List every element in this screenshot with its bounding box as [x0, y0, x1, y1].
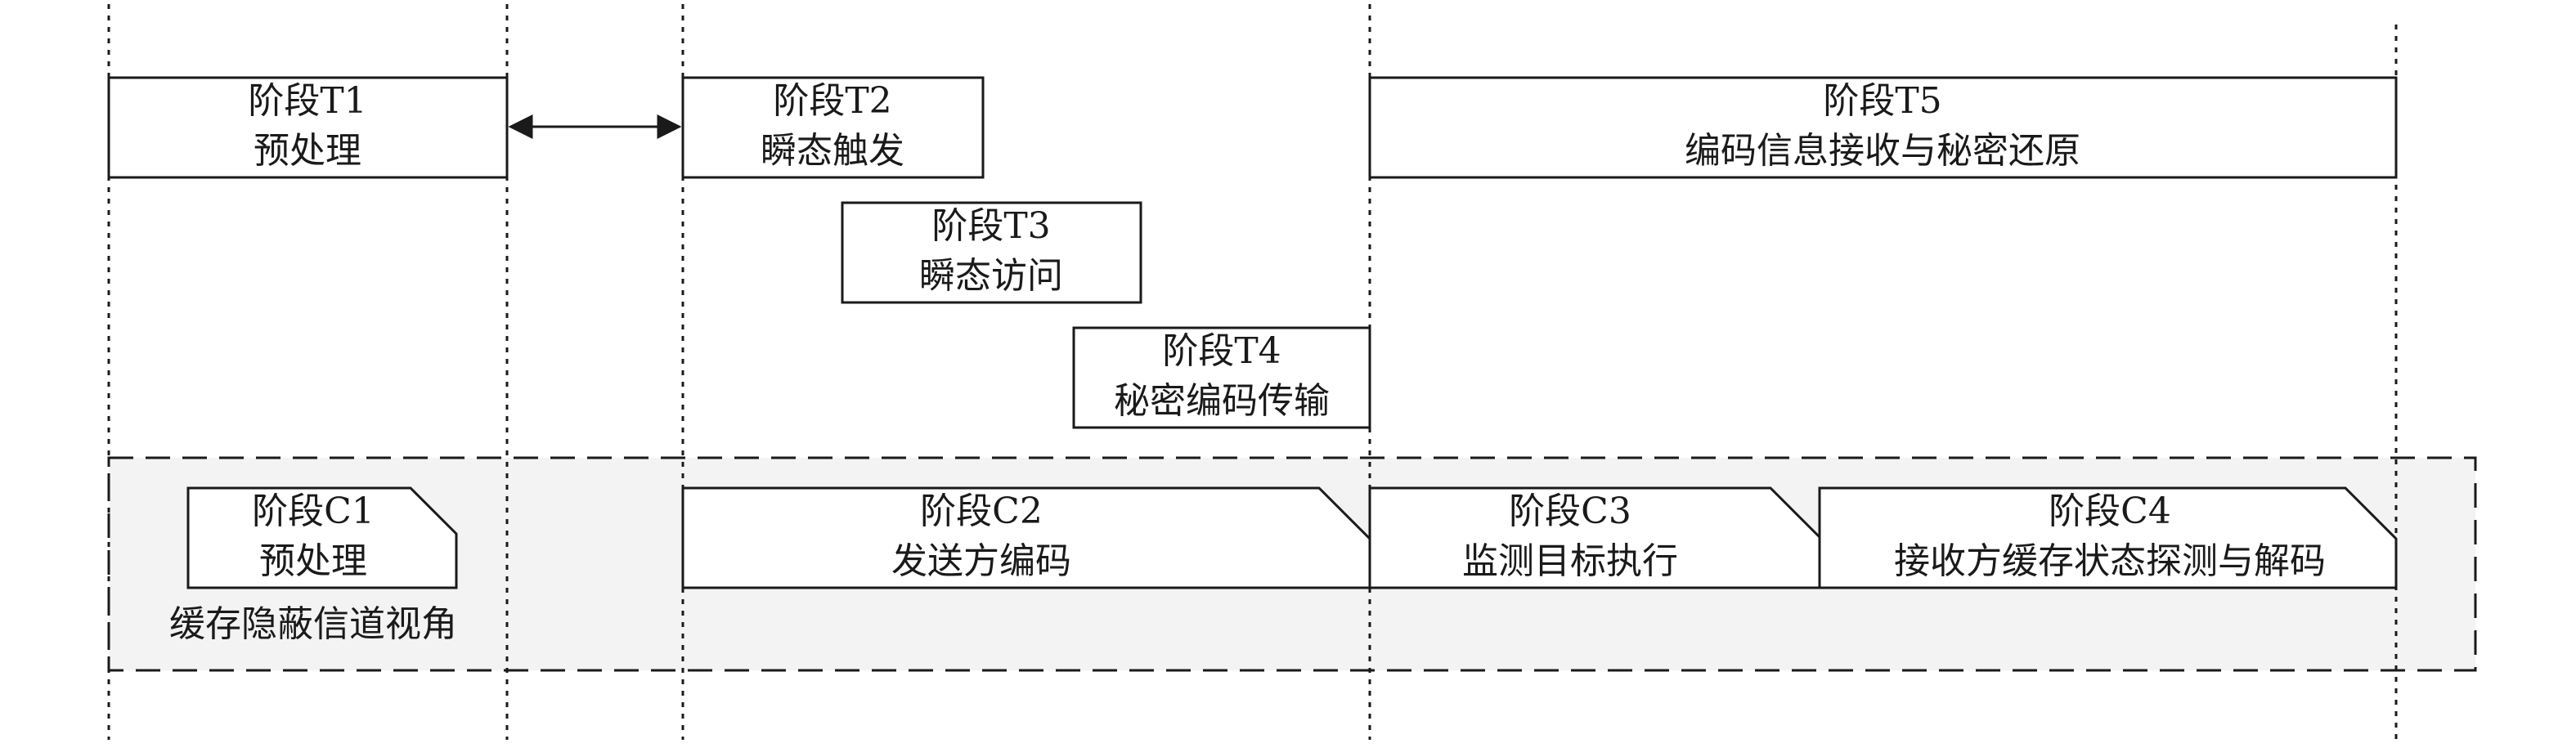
stage-t4-desc: 秘密编码传输 — [1114, 380, 1330, 422]
stage-t5-title: 阶段T5 — [1823, 80, 1941, 122]
stage-c3-box: 阶段C3 监测目标执行 — [1368, 486, 1821, 589]
stage-t1-title: 阶段T1 — [248, 80, 366, 122]
stage-t5-box: 阶段T5 编码信息接收与秘密还原 — [1368, 76, 2398, 179]
stage-c2-box: 阶段C2 发送方编码 — [681, 486, 1371, 589]
stage-t4-frame — [1072, 326, 1371, 429]
stage-t3-desc: 瞬态访问 — [919, 255, 1063, 297]
stage-c1-desc: 预处理 — [259, 540, 367, 582]
stage-t2-desc: 瞬态触发 — [761, 130, 904, 172]
stage-t4-title: 阶段T4 — [1162, 330, 1281, 372]
stage-t1-desc: 预处理 — [254, 130, 361, 172]
stage-t5-frame — [1368, 76, 2398, 179]
stage-t3-box: 阶段T3 瞬态访问 — [841, 201, 1142, 304]
stage-t2-box: 阶段T2 瞬态触发 — [681, 76, 985, 179]
stage-c2-desc: 发送方编码 — [891, 540, 1071, 582]
stage-t5-desc: 编码信息接收与秘密还原 — [1685, 130, 2080, 172]
stage-t1-frame — [107, 76, 509, 179]
stage-c3-desc: 监测目标执行 — [1462, 540, 1678, 582]
stage-t2-title: 阶段T2 — [773, 80, 891, 122]
stage-c3-title: 阶段C3 — [1509, 490, 1631, 532]
stage-c4-title: 阶段C4 — [2049, 490, 2171, 532]
stage-t3-frame — [841, 201, 1142, 304]
stage-c1-frame — [186, 486, 458, 589]
stage-c1-title: 阶段C1 — [252, 490, 375, 532]
stage-c4-frame — [1818, 486, 2398, 589]
stage-c4-box: 阶段C4 接收方缓存状态探测与解码 — [1818, 486, 2398, 589]
stage-c2-title: 阶段C2 — [920, 490, 1043, 532]
stage-t4-box: 阶段T4 秘密编码传输 — [1072, 326, 1371, 429]
stage-t1-box: 阶段T1 预处理 — [107, 76, 509, 179]
cache-channel-label: 缓存隐蔽信道视角 — [169, 603, 457, 645]
stage-t3-title: 阶段T3 — [931, 205, 1050, 247]
stage-t2-frame — [681, 76, 985, 179]
stage-c4-desc: 接收方缓存状态探测与解码 — [1894, 540, 2326, 582]
stage-c1-box: 阶段C1 预处理 — [186, 486, 458, 589]
